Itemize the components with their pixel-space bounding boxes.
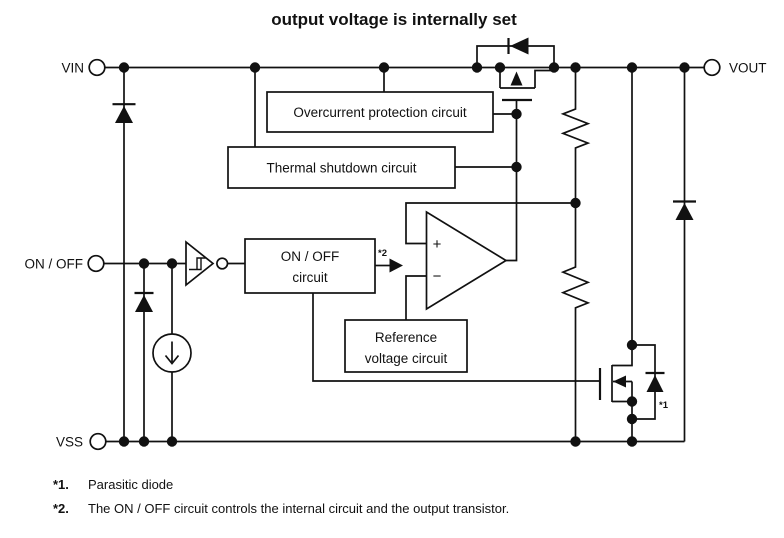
- onoff-block-label-line1: ON / OFF: [281, 249, 340, 264]
- reference-block-label-line1: Reference: [375, 330, 437, 345]
- reference-block-label-line2: voltage circuit: [365, 351, 448, 366]
- footnote-2: *2. The ON / OFF circuit controls the in…: [53, 501, 753, 516]
- current-source-arrowhead: [164, 354, 180, 365]
- junction-dot: [138, 436, 150, 447]
- junction-dot: [166, 258, 178, 269]
- junction-dot: [471, 62, 483, 73]
- junction-dot: [626, 339, 638, 351]
- discharge-fet-drain-lead: [612, 345, 633, 367]
- junction-dot: [118, 436, 130, 447]
- pass-fet-body-diode-loop: [476, 45, 555, 68]
- junction-dot: [626, 396, 638, 407]
- footnote-1-marker: *1.: [53, 477, 69, 492]
- inverter-bubble-icon: [216, 257, 229, 270]
- onoff-gate-route-wire: [312, 293, 600, 382]
- ref-marker-1: *1: [659, 400, 669, 411]
- resistor-divider-wire: [560, 67, 591, 442]
- footnotes: *1. Parasitic diode *2. The ON / OFF cir…: [53, 477, 753, 525]
- discharge-fet-bulk-arrow-icon: [613, 375, 626, 388]
- opamp-minus-sign: −: [433, 268, 442, 285]
- junction-dot: [378, 62, 390, 73]
- onoff-control-arrowhead-icon: [389, 258, 403, 273]
- pin-label-vin: VIN: [61, 61, 84, 76]
- junction-dot: [626, 413, 638, 425]
- vin-esd-diode-icon: [115, 106, 133, 123]
- onoff-esd-diode-icon: [135, 295, 153, 312]
- onoff-block-label-line2: circuit: [292, 270, 328, 285]
- reference-input-wire: [405, 275, 427, 320]
- junction-dots: [118, 62, 690, 447]
- junction-dot: [570, 197, 581, 209]
- pin-label-vout: VOUT: [729, 61, 767, 76]
- error-amplifier-icon: [425, 210, 508, 311]
- parasitic-diode-icon: [646, 375, 664, 392]
- footnote-2-marker: *2.: [53, 501, 69, 516]
- feedback-tap-wire: [405, 202, 576, 245]
- pin-label-onoff: ON / OFF: [25, 257, 84, 272]
- junction-dot: [548, 62, 560, 73]
- schmitt-trigger-icon: [185, 240, 215, 287]
- body-diode-icon: [510, 37, 529, 55]
- footnote-2-text: The ON / OFF circuit controls the intern…: [88, 501, 510, 516]
- junction-dot: [570, 62, 581, 73]
- junction-dot: [494, 62, 506, 73]
- junction-dot: [511, 108, 522, 120]
- ref-marker-2: *2: [378, 248, 387, 259]
- onoff-pin-terminal: [87, 254, 105, 273]
- reference-voltage-block: [344, 319, 468, 373]
- junction-dot: [118, 62, 130, 73]
- vss-pin-terminal: [89, 432, 107, 451]
- pass-fet-body-arrow-icon: [510, 71, 523, 86]
- junction-dot: [138, 258, 150, 269]
- overcurrent-block-label: Overcurrent protection circuit: [293, 105, 467, 120]
- thermal-block-label: Thermal shutdown circuit: [266, 161, 416, 176]
- vout-pin-terminal: [703, 58, 721, 77]
- vin-pin-terminal: [88, 58, 106, 77]
- junction-dot: [249, 62, 261, 73]
- gate-drive-wire: [506, 100, 518, 262]
- junction-dot: [626, 62, 638, 73]
- overcurrent-protection-block: [266, 91, 494, 133]
- junction-dot: [511, 161, 522, 173]
- junction-dot: [166, 436, 178, 447]
- pin-label-vss: VSS: [56, 435, 83, 450]
- footnote-1: *1. Parasitic diode: [53, 477, 753, 492]
- junction-dot: [626, 436, 638, 447]
- footnote-1-text: Parasitic diode: [88, 477, 174, 492]
- diagram-title: output voltage is internally set: [271, 10, 517, 29]
- junction-dot: [570, 436, 581, 447]
- junction-dot: [679, 62, 690, 73]
- vout-diode-icon: [675, 203, 694, 220]
- hysteresis-glyph-icon: [189, 257, 206, 271]
- thermal-shutdown-block: [227, 146, 456, 189]
- opamp-plus-sign: +: [433, 236, 442, 253]
- onoff-circuit-block: [244, 238, 376, 294]
